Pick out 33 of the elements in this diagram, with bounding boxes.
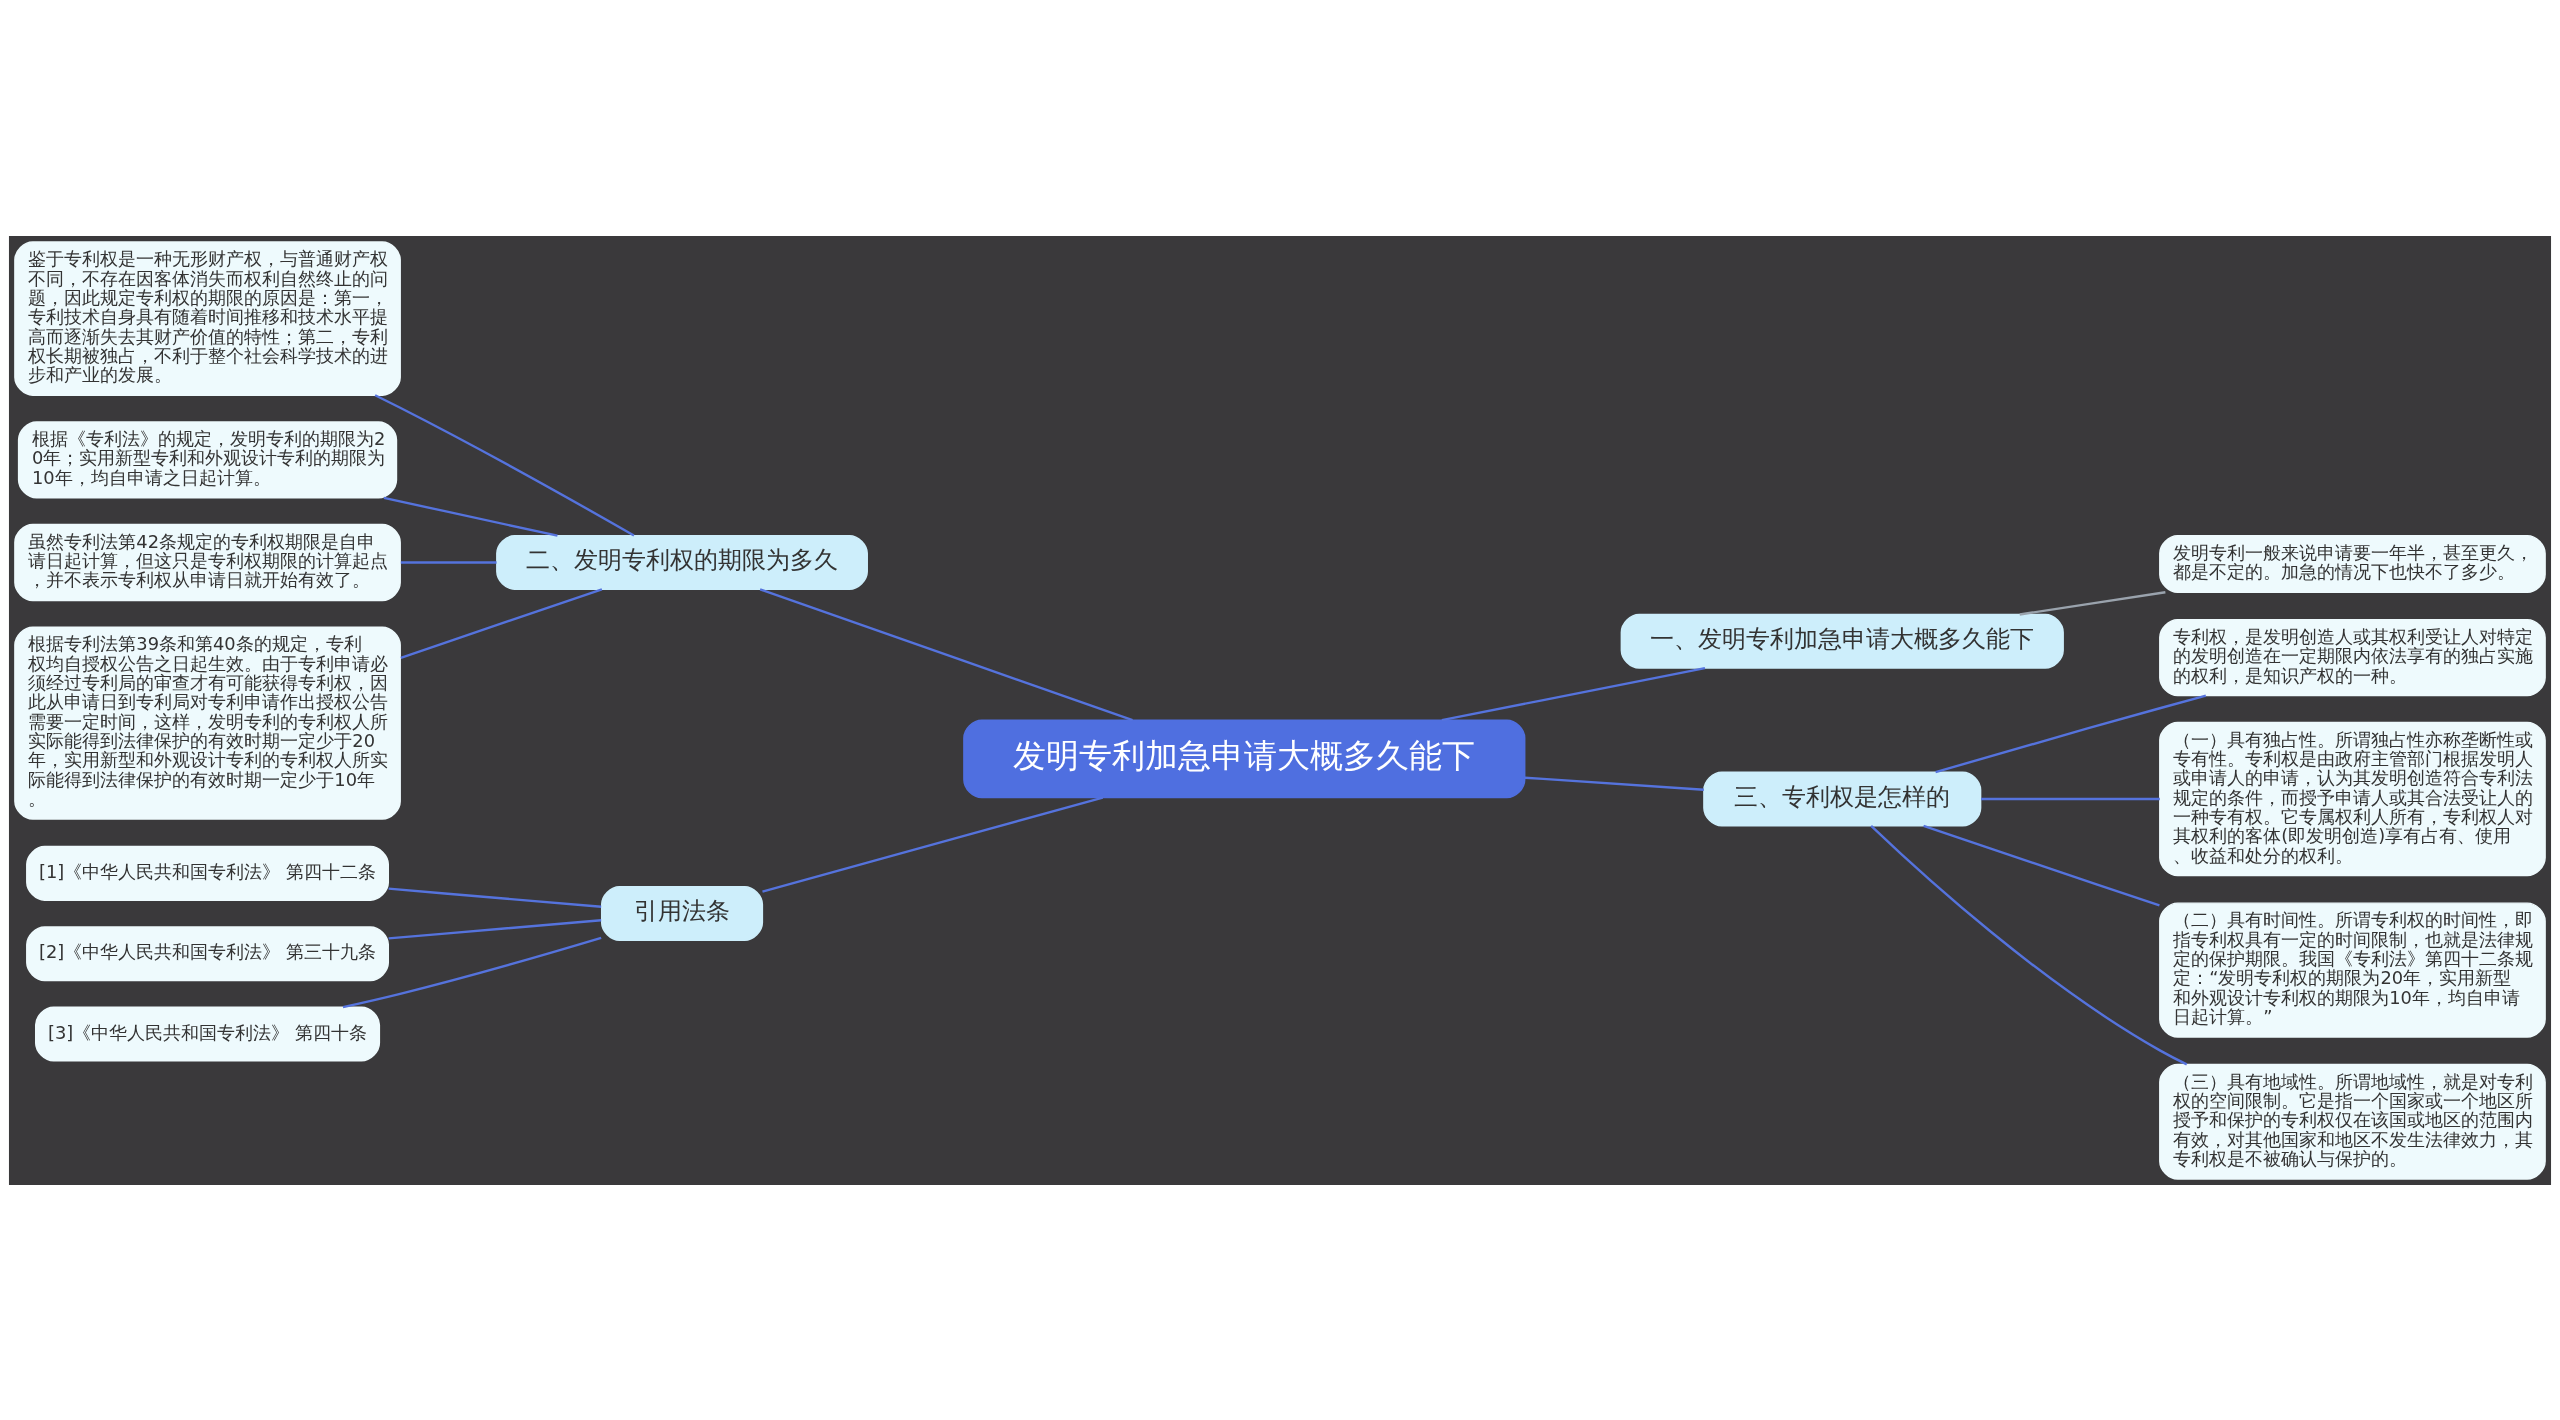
connector (388, 918, 602, 940)
node-box: [2]《中华人民共和国专利法》 第三十九条 (26, 925, 389, 981)
node-box: 一、发明专利加急申请大概多久能下 (1620, 613, 2064, 669)
connector (400, 587, 603, 659)
node-box: 二、发明专利权的期限为多久 (496, 534, 868, 590)
node-box: 根据专利法第39条和第40条的规定，专利权均自授权公告之日起生效。由于专利申请必须经过专利局的审查才有可能获得专利权，因此从申请日到专利局对专利申请作出授权公告需要一定时间，这样，发明专利的专利权人所实际能得到法律保护的有效时期一定少于20年，实用新型和外观设计专利的专利权人所实际能得到法律保护的有效时期一定少于10年。 (14, 625, 401, 820)
node-box: 引用法条 (600, 885, 764, 941)
connector (374, 393, 635, 537)
node-box: 虽然专利法第42条规定的专利权期限是自申请日起计算，但这只是专利权期限的计算起点，并不表示专利权从申请日就开始有效了。 (14, 523, 401, 601)
node-box: 专利权，是发明创造人或其权利受让人对特定的发明创造在一定期限内依法享有的独占实施的权利，是知识产权的一种。 (2159, 618, 2546, 696)
connector (383, 496, 558, 537)
connector (1870, 824, 2188, 1065)
node-box: 三、专利权是怎样的 (1703, 771, 1982, 827)
connector (1923, 824, 2160, 907)
connector (759, 587, 1133, 721)
node-box: （二）具有时间性。所谓专利权的时间性，即指专利权具有一定的时间限制，也就是法律规定的保护期限。我国《专利法》第四十二条规定：“发明专利权的期限为20年，实用新型和外观设计专利权的期限为10年，均自申请日起计算。” (2159, 901, 2546, 1038)
connector (400, 560, 497, 564)
node-box: 根据《专利法》的规定，发明专利的期限为20年；实用新型专利和外观设计专利的期限为10年，均自申请之日起计算。 (17, 420, 398, 499)
connector (342, 936, 602, 1008)
node-box: 发明专利加急申请大概多久能下 (963, 718, 1526, 798)
connector (1935, 694, 2207, 773)
node-box: 鉴于专利权是一种无形财产权，与普通财产权不同，不存在因客体消失而权利自然终止的问题，因此规定专利权的期限的原因是：第一，专利技术自身具有随着时间推移和技术水平提高而逐渐失去其财产价值的特性；第二，专利权长期被独占，不利于整个社会科学技术的进步和产业的发展。 (14, 240, 401, 396)
connector (1441, 666, 1706, 721)
connector (1981, 797, 2160, 800)
node-box: （三）具有地域性。所谓地域性，就是对专利权的空间限制。它是指一个国家或一个地区所授予和保护的专利权仅在该国或地区的范围内有效，对其他国家和地区不发生法律效力，其专利权是不被确认与保护的。 (2159, 1063, 2546, 1180)
connector (762, 795, 1104, 893)
connector (1524, 776, 1704, 791)
node-box: [3]《中华人民共和国专利法》 第四十条 (35, 1006, 381, 1062)
node-box: 发明专利一般来说申请要一年半，甚至更久，都是不定的。加急的情况下也快不了多少。 (2159, 534, 2546, 593)
connector (388, 887, 602, 908)
connector (2019, 590, 2166, 616)
node-box: [1]《中华人民共和国专利法》 第四十二条 (26, 845, 389, 901)
node-box: （一）具有独占性。所谓独占性亦称垄断性或专有性。专利权是由政府主管部门根据发明人或申请人的申请，认为其发明创造符合专利法规定的条件，而授予申请人或其合法受让人的一种专有权。它专属权利人所有，专利权人对其权利的客体(即发明创造)享有占有、使用、收益和处分的权利。 (2159, 721, 2546, 876)
